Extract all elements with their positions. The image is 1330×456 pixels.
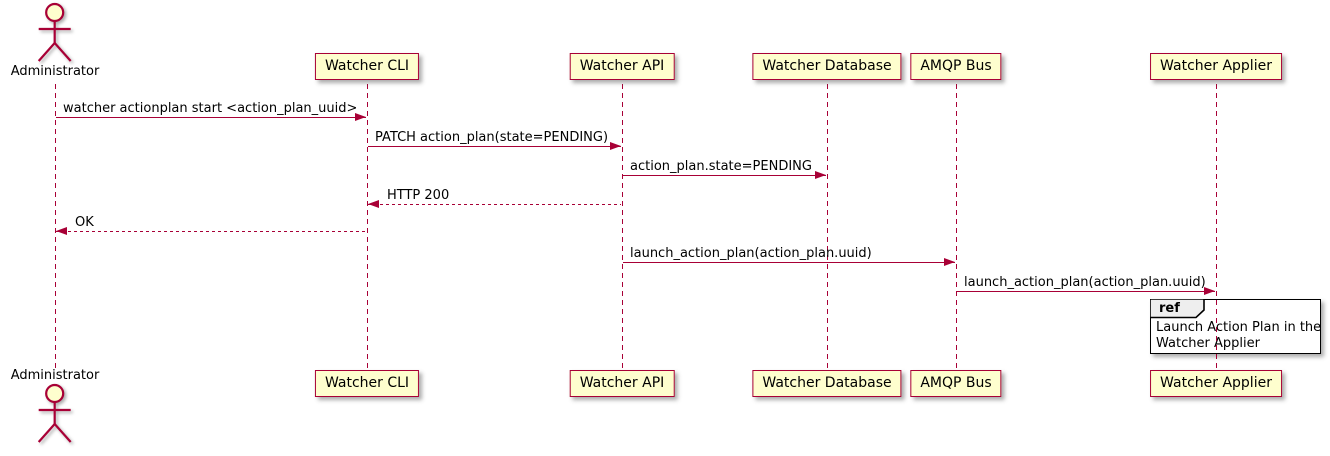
actor-icon: [38, 2, 72, 62]
message-line: [56, 117, 366, 118]
lifeline: [1215, 84, 1217, 370]
participant-box-top: Watcher Applier: [1150, 53, 1282, 80]
lifeline: [54, 84, 56, 370]
message-label: launch_action_plan(action_plan.uuid): [964, 275, 1206, 290]
participant-box-bottom: Watcher Database: [752, 370, 902, 397]
message-label: watcher actionplan start <action_plan_uu…: [63, 101, 358, 116]
message-label: HTTP 200: [387, 188, 450, 203]
message-label: PATCH action_plan(state=PENDING): [375, 130, 609, 145]
lifeline: [826, 84, 828, 370]
message-line: [623, 175, 826, 176]
actor-icon: [38, 383, 72, 443]
actor-label: Administrator: [10, 368, 100, 383]
arrowhead-icon: [56, 227, 67, 235]
ref-tab-shape: [1150, 299, 1205, 319]
arrowhead-icon: [815, 171, 826, 179]
participant-box-bottom: Watcher CLI: [314, 370, 420, 397]
actor-administrator-top: Administrator: [10, 2, 100, 79]
participant-box-bottom: Watcher API: [569, 370, 675, 397]
message-line: [368, 204, 621, 205]
participant-box-bottom: AMQP Bus: [910, 370, 1002, 397]
participant-box-top: Watcher API: [569, 53, 675, 80]
ref-text-line: Watcher Applier: [1156, 336, 1260, 351]
arrowhead-icon: [944, 258, 955, 266]
ref-fragment: ref Launch Action Plan in the Watcher Ap…: [1150, 299, 1321, 354]
arrowhead-icon: [1204, 287, 1215, 295]
ref-keyword: ref: [1159, 301, 1180, 316]
ref-text: Launch Action Plan in the Watcher Applie…: [1151, 319, 1322, 352]
lifeline: [955, 84, 957, 370]
message-line: [957, 291, 1215, 292]
participant-box-bottom: Watcher Applier: [1150, 370, 1282, 397]
message-label: OK: [75, 215, 94, 230]
arrowhead-icon: [610, 142, 621, 150]
arrowhead-icon: [355, 113, 366, 121]
message-line: [368, 146, 621, 147]
participant-box-top: Watcher Database: [752, 53, 902, 80]
message-line: [56, 231, 366, 232]
message-line: [623, 262, 955, 263]
message-label: action_plan.state=PENDING: [630, 159, 812, 174]
lifeline: [621, 84, 623, 370]
arrowhead-icon: [368, 200, 379, 208]
ref-text-line: Launch Action Plan in the: [1156, 320, 1322, 335]
participant-box-top: AMQP Bus: [910, 53, 1002, 80]
message-label: launch_action_plan(action_plan.uuid): [630, 246, 872, 261]
actor-label: Administrator: [10, 64, 100, 79]
lifeline: [366, 84, 368, 370]
participant-box-top: Watcher CLI: [314, 53, 420, 80]
actor-administrator-bottom: Administrator: [10, 368, 100, 445]
